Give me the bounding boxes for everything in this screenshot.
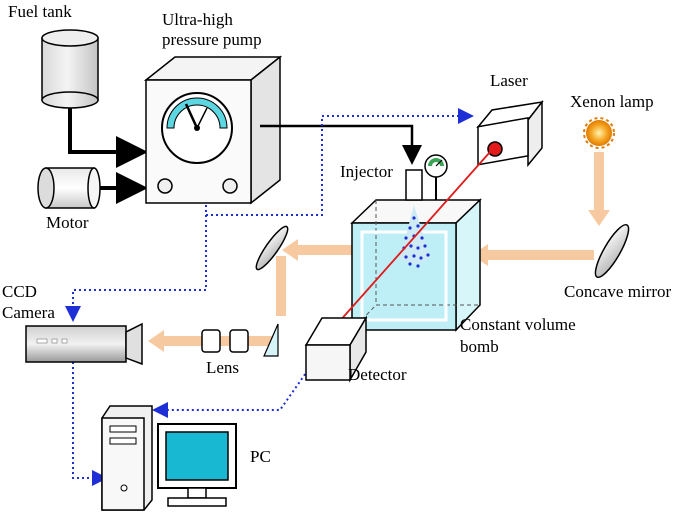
xenon-lamp (583, 117, 615, 149)
pump-knob-right (222, 178, 238, 194)
chamber-pressure-gauge (424, 154, 448, 200)
pc-label: PC (250, 447, 271, 466)
high-pressure-line (260, 124, 422, 165)
ccd-camera (25, 322, 143, 366)
pressure-gauge-dial (161, 92, 233, 164)
injector (405, 169, 423, 201)
xenon-lamp-label: Xenon lamp (570, 92, 654, 111)
detector (304, 315, 368, 383)
fuel-tank-label: Fuel tank (8, 2, 72, 21)
constant-volume-bomb (350, 198, 482, 332)
fuel-spray (400, 205, 430, 268)
fuel-line (68, 108, 148, 168)
pc-monitor (157, 423, 237, 507)
ccd-label-line1: CCD (2, 282, 37, 301)
plane-mirror (255, 225, 289, 271)
bomb-label-line2: bomb (460, 337, 499, 356)
motor (37, 167, 101, 209)
pump-label-line2: pressure pump (162, 30, 262, 49)
pump-label-line1: Ultra-high (162, 10, 233, 29)
concave-mirror-label: Concave mirror (564, 282, 671, 301)
concave-mirror (594, 223, 630, 279)
pump-knob-left (157, 178, 173, 194)
signal-lines (65, 108, 474, 486)
bomb-label-line1: Constant volume (460, 315, 576, 334)
laser-aperture-icon (487, 141, 503, 157)
ccd-label-line2: Camera (2, 303, 55, 322)
laser-label: Laser (490, 71, 528, 90)
fuel-tank (41, 29, 99, 109)
laser (476, 99, 544, 168)
motor-label: Motor (46, 213, 89, 232)
lens-group (201, 329, 249, 353)
injector-label: Injector (340, 162, 393, 181)
detector-label: Detector (348, 365, 407, 384)
laser-beam (329, 151, 491, 333)
lens-label: Lens (206, 358, 239, 377)
prism (263, 323, 279, 357)
pc-tower (101, 405, 153, 511)
